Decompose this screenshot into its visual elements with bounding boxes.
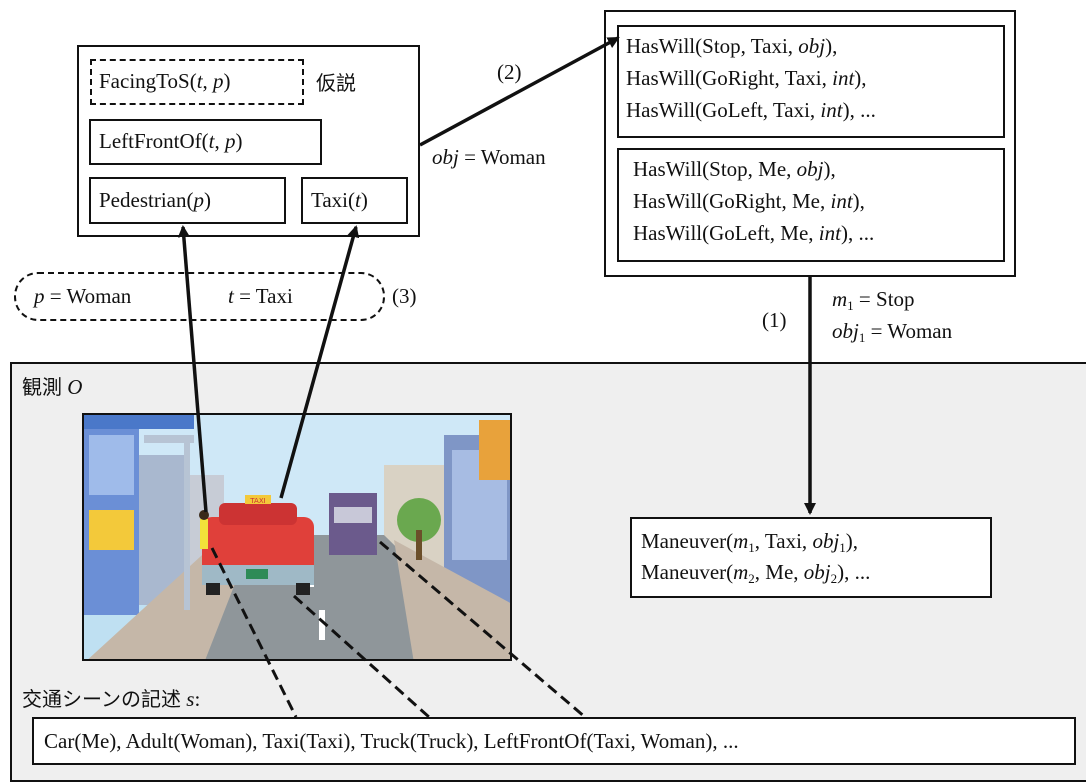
traffic-scene-drawing: TAXI [84, 415, 510, 659]
edge3-label: (3) [392, 284, 417, 308]
maneuver-line2: Maneuver(m2, Me, obj2), ... [641, 560, 871, 586]
will-me-line1: HasWill(Stop, Me, obj), [633, 157, 836, 181]
leftfrontof-label: LeftFrontOf(t, p) [99, 129, 243, 153]
edge2-label: (2) [497, 60, 522, 84]
taxi-box [301, 177, 408, 224]
taxi-label: Taxi(t) [311, 188, 368, 212]
will-me-line3: HasWill(GoLeft, Me, int), ... [633, 221, 875, 245]
scene-desc-title: 交通シーンの記述 s: [22, 687, 201, 711]
edge3-binding-p: p = Woman [34, 284, 132, 308]
traffic-scene-image: TAXI [82, 413, 512, 661]
edge1-label: (1) [762, 308, 787, 332]
edge1-binding-m: m1 = Stop [832, 287, 915, 313]
maneuver-box [630, 517, 992, 598]
scene-facts: Car(Me), Adult(Woman), Taxi(Taxi), Truck… [44, 729, 739, 753]
facing-to-s-box [90, 59, 304, 105]
edge3-binding-t: t = Taxi [228, 284, 293, 308]
will-taxi-line2: HasWill(GoRight, Taxi, int), [626, 66, 867, 90]
will-taxi-line3: HasWill(GoLeft, Taxi, int), ... [626, 98, 876, 122]
taxi-sign-text: TAXI [249, 497, 265, 505]
will-me-box [617, 148, 1005, 262]
observation-title: 観測 O [22, 375, 83, 399]
maneuver-line1: Maneuver(m1, Taxi, obj1), [641, 529, 859, 555]
will-taxi-line1: HasWill(Stop, Taxi, obj), [626, 34, 838, 58]
facing-to-s-label: FacingToS(t, p) [99, 69, 231, 93]
pedestrian-label: Pedestrian(p) [99, 188, 211, 212]
edge1-binding-obj: obj1 = Woman [832, 319, 953, 345]
pedestrian-box [89, 177, 286, 224]
arrow-2 [419, 36, 620, 147]
edge2-binding: obj = Woman [432, 145, 546, 169]
hypothesis-tag: 仮説 [316, 71, 356, 95]
will-taxi-box [617, 25, 1005, 138]
will-me-line2: HasWill(GoRight, Me, int), [633, 189, 865, 213]
leftfrontof-box [89, 119, 322, 165]
